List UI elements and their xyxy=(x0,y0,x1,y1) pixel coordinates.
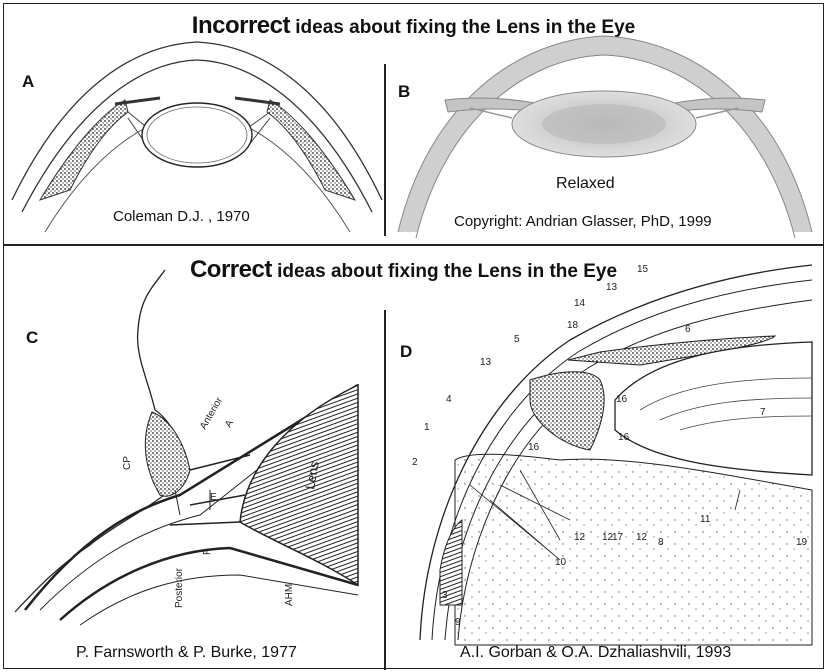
num-2: 2 xyxy=(412,457,418,468)
correct-title: Correct ideas about fixing the Lens in t… xyxy=(0,256,817,284)
num-19: 19 xyxy=(796,537,808,548)
num-5: 5 xyxy=(514,334,520,345)
num-1: 1 xyxy=(424,422,430,433)
num-3: 3 xyxy=(442,590,448,601)
caption-b: Copyright: Andrian Glasser, PhD, 1999 xyxy=(454,213,712,230)
num-18: 18 xyxy=(567,320,579,331)
num-17: 17 xyxy=(612,532,624,543)
num-16c: 16 xyxy=(528,442,540,453)
label-ahm: AHM xyxy=(284,584,295,606)
num-14: 14 xyxy=(574,298,586,309)
correct-title-rest: ideas about fixing the Lens in the Eye xyxy=(271,261,618,282)
top-divider xyxy=(384,64,386,236)
num-10: 10 xyxy=(555,557,567,568)
num-7: 7 xyxy=(760,407,766,418)
label-p: P xyxy=(202,548,213,555)
incorrect-title-rest: ideas about fixing the Lens in the Eye xyxy=(289,17,636,38)
incorrect-title: Incorrect ideas about fixing the Lens in… xyxy=(0,12,827,40)
caption-c: P. Farnsworth & P. Burke, 1977 xyxy=(76,644,297,661)
incorrect-highlight: Incorrect xyxy=(191,12,291,39)
panel-letter-a: A xyxy=(22,72,35,91)
caption-d: A.I. Gorban & O.A. Dzhaliashvili, 1993 xyxy=(460,644,732,661)
bottom-divider xyxy=(384,310,386,670)
label-lens: Lens xyxy=(302,460,322,491)
label-a: A xyxy=(223,418,236,430)
num-12c: 12 xyxy=(602,532,614,543)
relaxed-label: Relaxed xyxy=(556,175,615,192)
panel-letter-b: B xyxy=(398,82,411,101)
num-6: 6 xyxy=(685,324,691,335)
correct-highlight: Correct xyxy=(189,256,272,283)
caption-a: Coleman D.J. , 1970 xyxy=(113,208,250,225)
top-panel-frame xyxy=(3,3,824,245)
num-16b: 16 xyxy=(618,432,630,443)
num-12a: 12 xyxy=(574,532,586,543)
num-13a: 13 xyxy=(480,357,492,368)
label-posterior: Posterior xyxy=(174,567,185,608)
num-11: 11 xyxy=(700,514,711,525)
label-cp: CP xyxy=(122,456,133,470)
num-16a: 16 xyxy=(616,394,628,405)
panel-letter-d: D xyxy=(400,342,413,361)
panel-letter-c: C xyxy=(26,328,39,347)
label-e: E xyxy=(210,492,217,503)
num-13b: 13 xyxy=(606,282,618,293)
num-8: 8 xyxy=(658,537,664,548)
num-15: 15 xyxy=(637,264,649,275)
num-4: 4 xyxy=(446,394,452,405)
bottom-panel-frame xyxy=(3,245,824,669)
num-12b: 12 xyxy=(636,532,648,543)
label-anterior: Anterior xyxy=(198,395,225,431)
num-9: 9 xyxy=(455,617,461,628)
